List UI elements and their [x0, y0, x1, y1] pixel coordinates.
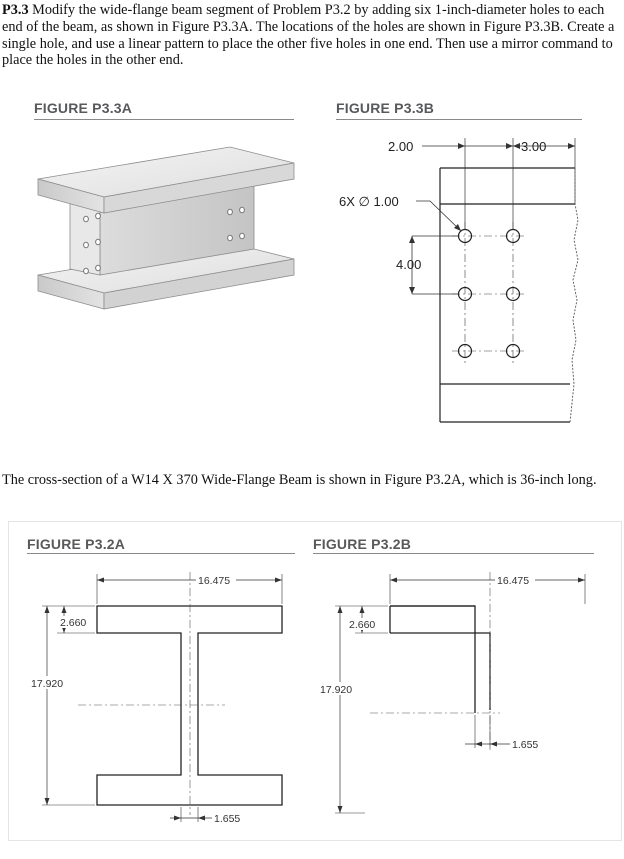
section-description: The cross-section of a W14 X 370 Wide-Fl… — [2, 472, 597, 488]
dim-flange-thickness: 2.660 — [60, 617, 86, 629]
dim-web-thickness: 1.655 — [214, 813, 240, 825]
web-holes-back — [227, 206, 245, 242]
dim-section-height: 17.920 — [31, 678, 63, 690]
web-holes-front — [83, 212, 101, 275]
figure-p33a-title: FIGURE P3.3A — [34, 100, 133, 116]
dim-flange-width: 16.475 — [497, 575, 529, 587]
figure-p32a-rule — [27, 553, 295, 554]
problem-statement: P3.3 Modify the wide-flange beam segment… — [2, 2, 620, 69]
hole-layout-drawing: 2.00 3.00 6X ∅ 1.00 4.00 — [339, 138, 579, 423]
problem-number: P3.3 — [2, 2, 29, 18]
dim-hole-spacing-x: 2.00 — [388, 139, 413, 154]
problem-text: Modify the wide-flange beam segment of P… — [2, 2, 615, 69]
figure-p33a-rule — [34, 119, 294, 120]
dim-web-thickness: 1.655 — [512, 739, 538, 751]
dim-flange-thickness: 2.660 — [349, 619, 375, 631]
figure-p32a-title: FIGURE P3.2A — [27, 536, 126, 552]
figure-p33b-rule — [336, 119, 582, 120]
hole-pattern — [457, 228, 521, 359]
figure-p32b-title: FIGURE P3.2B — [313, 536, 412, 552]
dim-edge-distance: 3.00 — [521, 139, 546, 154]
top-flange-side — [103, 162, 295, 214]
figure-p32b-rule — [313, 553, 594, 554]
dim-flange-width: 16.475 — [198, 575, 230, 587]
wide-flange-section-full: 16.475 17.920 2.660 1.655 — [30, 572, 283, 825]
hole-callout: 6X ∅ 1.00 — [339, 194, 399, 209]
wide-flange-section-quarter: 16.475 17.920 2.660 1.655 — [319, 572, 586, 814]
dim-section-height: 17.920 — [320, 684, 352, 696]
beam-isometric-drawing — [37, 146, 295, 310]
figure-panel-frame — [8, 521, 622, 841]
dim-hole-spacing-y: 4.00 — [396, 257, 421, 272]
figure-p33b-title: FIGURE P3.3B — [336, 100, 435, 116]
bottom-flange-side — [103, 258, 295, 310]
i-beam-outline — [96, 605, 283, 806]
